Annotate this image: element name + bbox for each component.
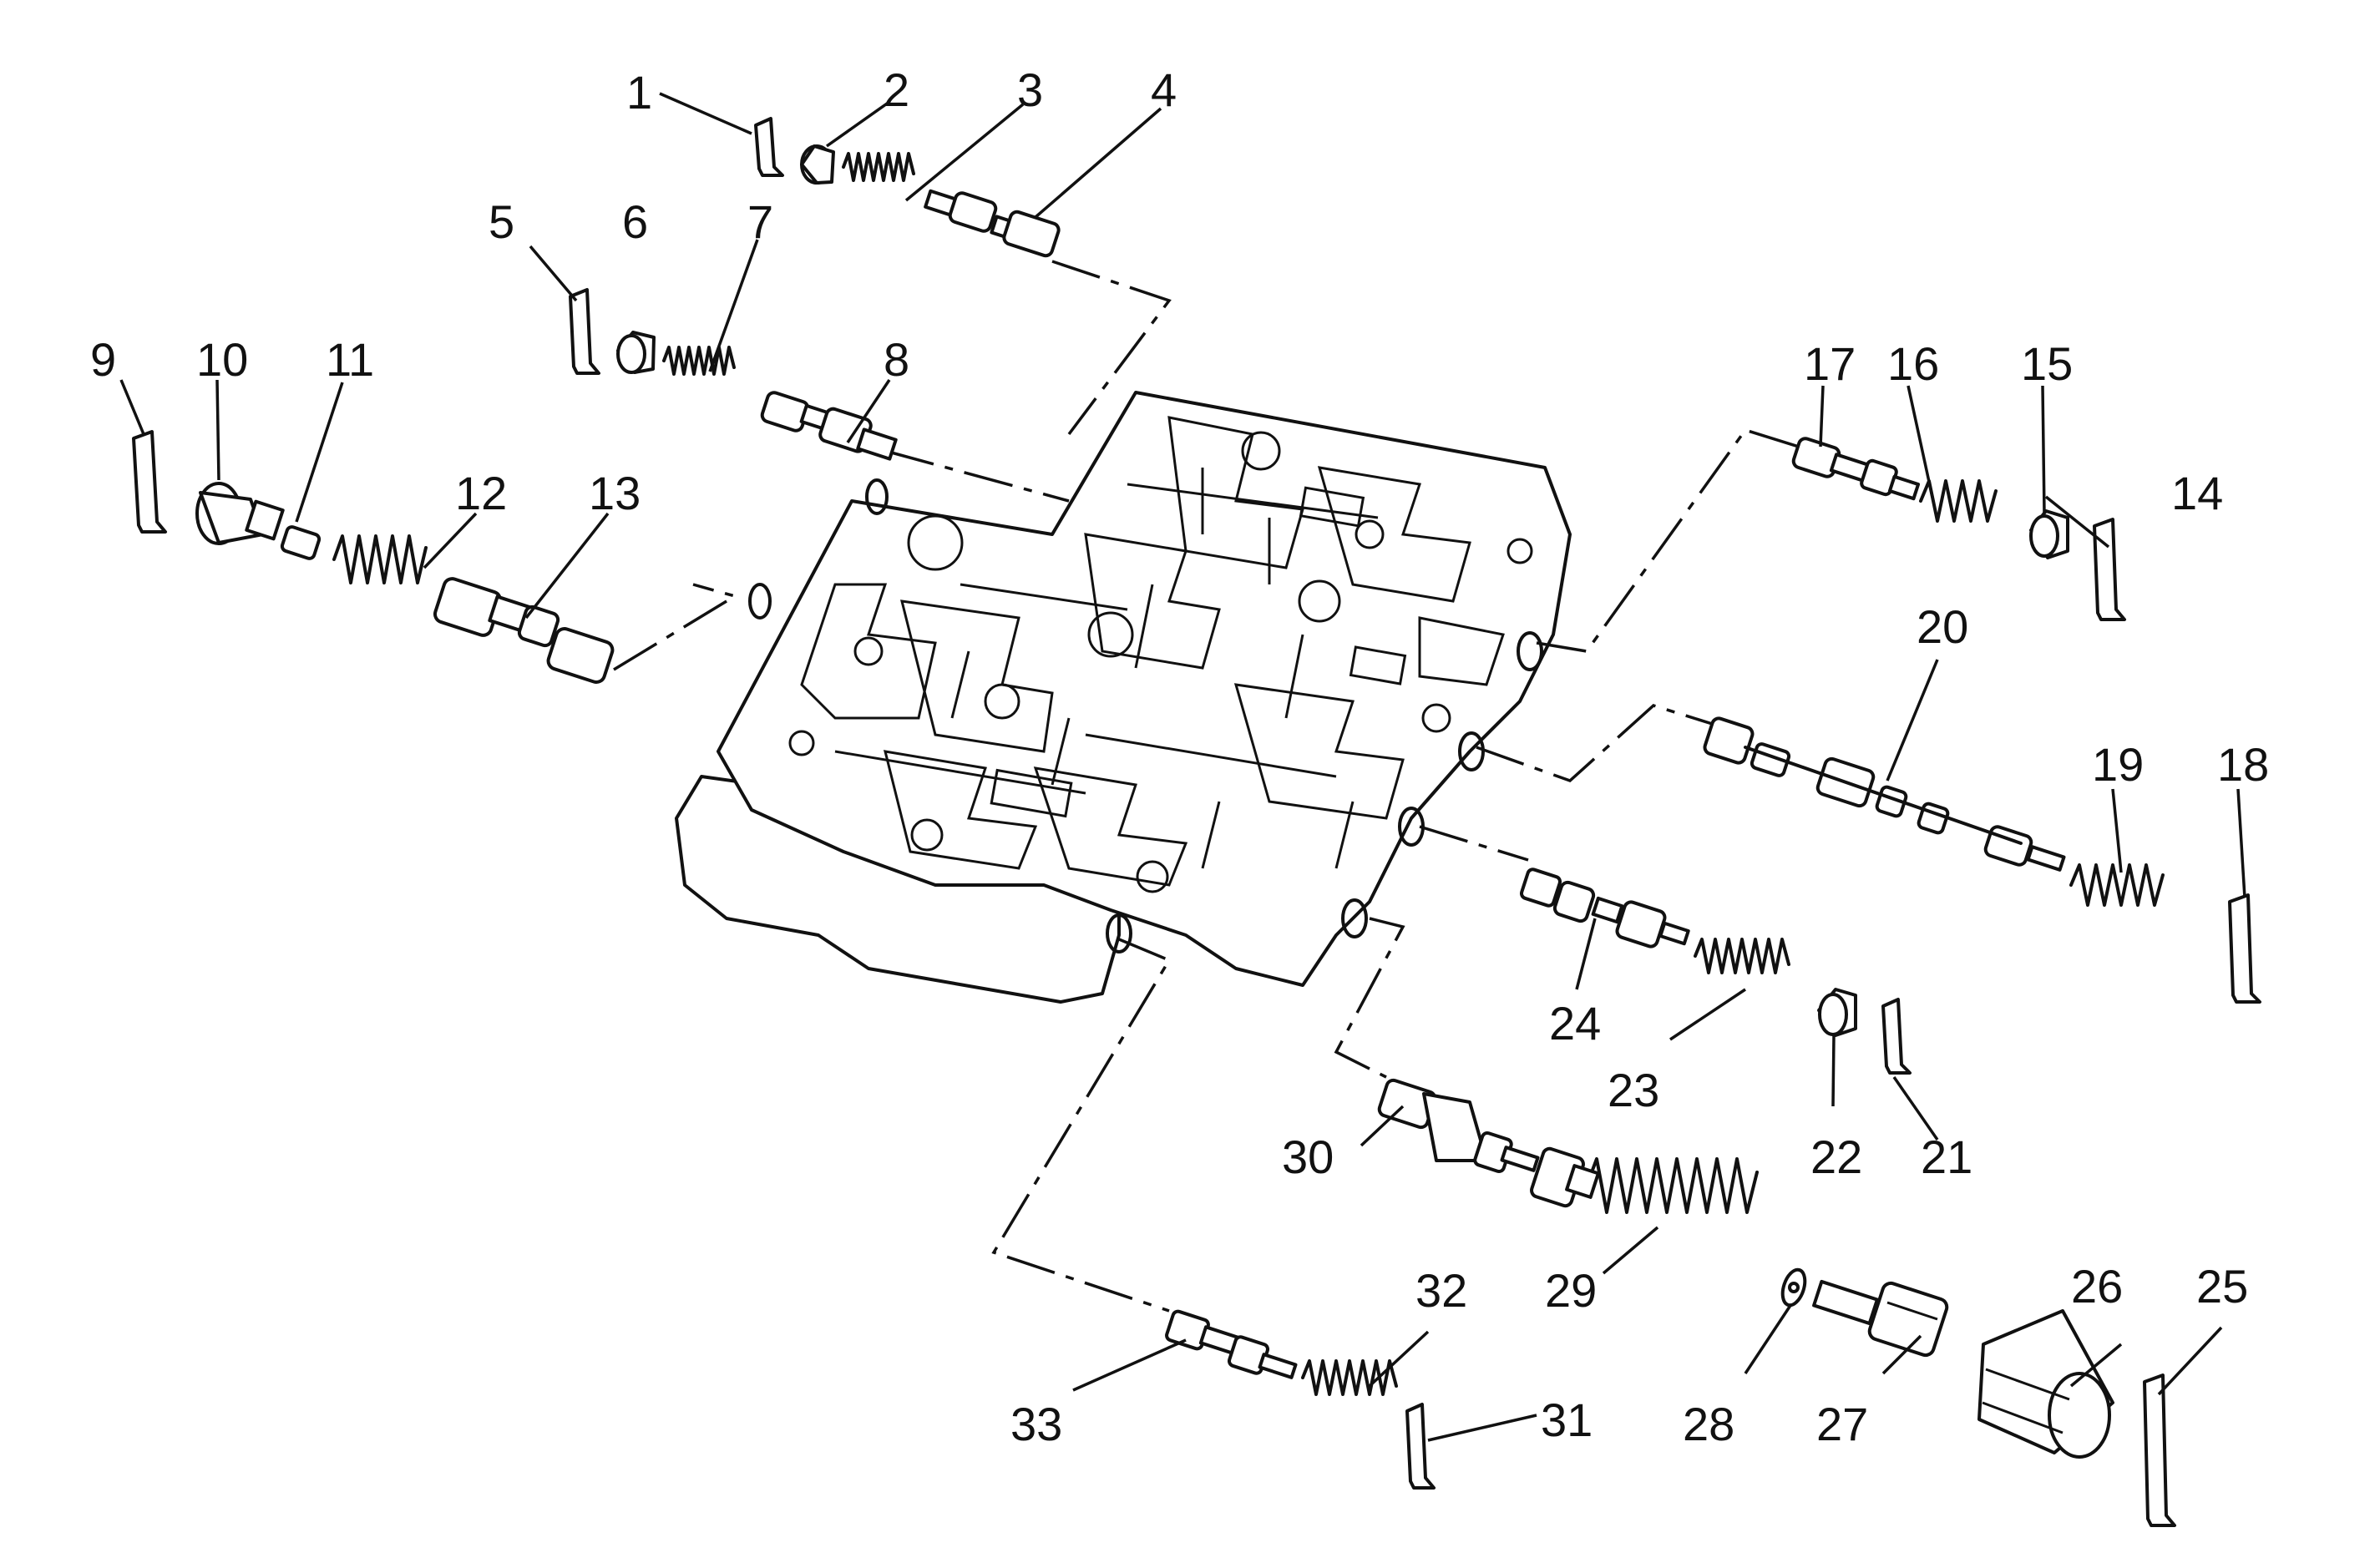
assembly-centerlines xyxy=(613,260,1813,1313)
callout-18: 18 xyxy=(2217,738,2269,791)
spring-3 xyxy=(842,152,915,182)
callout-15: 15 xyxy=(2021,337,2073,390)
callout-3: 3 xyxy=(1017,63,1043,116)
retainer-pin-31 xyxy=(1405,1403,1436,1490)
valve-13 xyxy=(433,577,615,684)
washer-28 xyxy=(1780,1267,1807,1308)
spring-29 xyxy=(1585,1157,1759,1214)
callout-4: 4 xyxy=(1151,63,1177,116)
valve-4 xyxy=(924,189,1061,258)
callout-13: 13 xyxy=(589,467,641,519)
callout-14: 14 xyxy=(2171,467,2223,519)
sleeve-10 xyxy=(195,482,285,545)
callout-24: 24 xyxy=(1549,997,1601,1050)
callout-22: 22 xyxy=(1810,1131,1862,1183)
callout-6: 6 xyxy=(622,195,648,248)
callout-1: 1 xyxy=(626,66,652,119)
retainer-pin-21 xyxy=(1881,998,1912,1075)
callout-5: 5 xyxy=(489,195,514,248)
valve-20 xyxy=(1703,716,2066,872)
valve-body-passages xyxy=(788,416,1533,893)
callout-19: 19 xyxy=(2092,738,2144,791)
bore-plug-15 xyxy=(2029,509,2069,559)
callout-25: 25 xyxy=(2196,1260,2248,1313)
sleeve-26 xyxy=(1977,1309,2114,1459)
callout-28: 28 xyxy=(1683,1398,1734,1450)
callout-12: 12 xyxy=(455,467,507,519)
callout-labels: 1 2 3 4 5 6 7 8 9 10 11 12 13 14 15 16 1… xyxy=(90,63,2269,1450)
valve-30 xyxy=(1377,1078,1600,1208)
valve-27 xyxy=(1812,1279,1949,1358)
callout-32: 32 xyxy=(1415,1264,1467,1317)
valve-17 xyxy=(1791,437,1921,501)
valve-body-bores xyxy=(748,478,1543,954)
callout-16: 16 xyxy=(1887,337,1939,390)
valve-body-casting xyxy=(675,391,1572,1004)
valve-33 xyxy=(1165,1309,1298,1379)
retainer-pin-1 xyxy=(754,117,784,177)
bore-plug-6 xyxy=(616,331,656,374)
spring-32 xyxy=(1301,1359,1398,1396)
retainer-pin-14 xyxy=(2093,518,2126,621)
plug-11 xyxy=(280,525,322,560)
spring-19 xyxy=(2069,863,2165,907)
callout-leaders xyxy=(119,92,2246,1442)
callout-10: 10 xyxy=(196,333,248,386)
callout-33: 33 xyxy=(1010,1398,1062,1450)
bore-plug-2 xyxy=(800,144,835,185)
spring-23 xyxy=(1694,938,1790,974)
retainer-pin-9 xyxy=(132,430,167,534)
callout-21: 21 xyxy=(1921,1131,1972,1183)
callout-29: 29 xyxy=(1545,1264,1597,1317)
callout-2: 2 xyxy=(884,63,909,116)
valve-24 xyxy=(1519,868,1690,948)
callout-17: 17 xyxy=(1804,337,1856,390)
callout-20: 20 xyxy=(1917,600,1968,653)
callout-31: 31 xyxy=(1541,1394,1593,1446)
spring-12 xyxy=(332,534,428,584)
valve-8 xyxy=(760,391,898,461)
retainer-pin-25 xyxy=(2143,1373,2176,1527)
callout-8: 8 xyxy=(884,333,909,386)
callout-23: 23 xyxy=(1608,1064,1659,1116)
retainer-pin-18 xyxy=(2228,893,2261,1004)
callout-9: 9 xyxy=(90,333,116,386)
callout-27: 27 xyxy=(1816,1398,1868,1450)
spring-7 xyxy=(662,346,736,376)
callout-7: 7 xyxy=(747,195,773,248)
retainer-pin-5 xyxy=(569,288,600,375)
callout-30: 30 xyxy=(1282,1131,1334,1183)
callout-26: 26 xyxy=(2071,1260,2123,1313)
callout-11: 11 xyxy=(326,333,374,386)
bore-plug-22 xyxy=(1817,988,1857,1037)
